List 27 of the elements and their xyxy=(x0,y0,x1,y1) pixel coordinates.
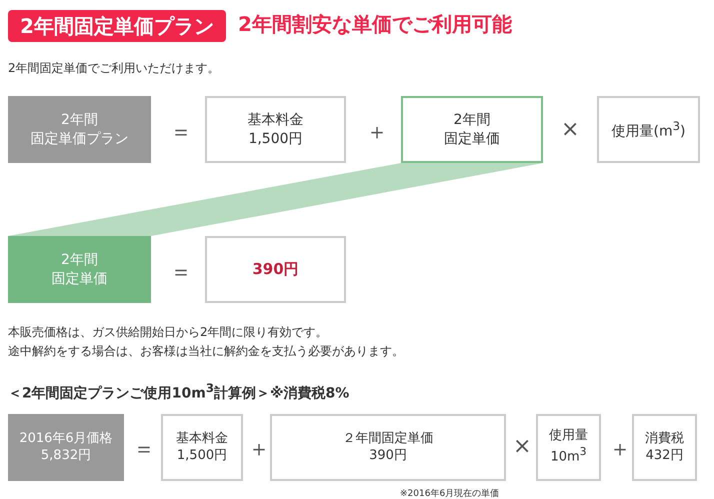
connector-band xyxy=(8,163,543,236)
formula-box: 消費税 432円 xyxy=(632,414,697,481)
formula-box: 使用量 10m$^{3}$ xyxy=(536,414,601,481)
plus-sign: ＋ xyxy=(609,436,631,464)
unit-price-box: 2年間 固定単価 xyxy=(8,236,151,303)
formula-box: 基本料金 1,500円 xyxy=(205,96,346,163)
plan-badge: 2年間固定単価プラン xyxy=(8,10,226,42)
price-box: 390円 xyxy=(205,236,346,303)
equals-sign: ＝ xyxy=(170,259,192,287)
example-heading: ＜2年間固定プランご使用10m$^{3}$計算例＞※消費税8% xyxy=(8,381,350,403)
plan-box: 2年間 固定単価プラン xyxy=(8,96,151,163)
times-sign: × xyxy=(513,434,532,459)
page-title: 2年間割安な単価でご利用可能 xyxy=(238,11,512,38)
times-sign: × xyxy=(561,117,580,142)
note-text: 本販売価格は、ガス供給開始日から2年間に限り有効です。 xyxy=(8,324,328,341)
plus-sign: ＋ xyxy=(248,436,270,464)
price-box: 2016年6月価格 5,832円 xyxy=(8,414,124,481)
note-text: 途中解約をする場合は、お客様は当社に解約金を支払う必要があります。 xyxy=(8,343,404,360)
equals-sign: ＝ xyxy=(170,119,192,147)
formula-box: ２年間固定単価 390円 xyxy=(270,414,506,481)
equals-sign: ＝ xyxy=(133,436,155,464)
intro-text: 2年間固定単価でご利用いただけます。 xyxy=(8,60,220,77)
footnote: ※2016年6月現在の単価 xyxy=(400,488,500,499)
formula-box: 基本料金 1,500円 xyxy=(161,414,243,481)
formula-box: 2年間 固定単価 xyxy=(401,96,543,163)
formula-box: 使用量(m$^{3}$) xyxy=(597,96,700,163)
plus-sign: ＋ xyxy=(366,119,388,147)
